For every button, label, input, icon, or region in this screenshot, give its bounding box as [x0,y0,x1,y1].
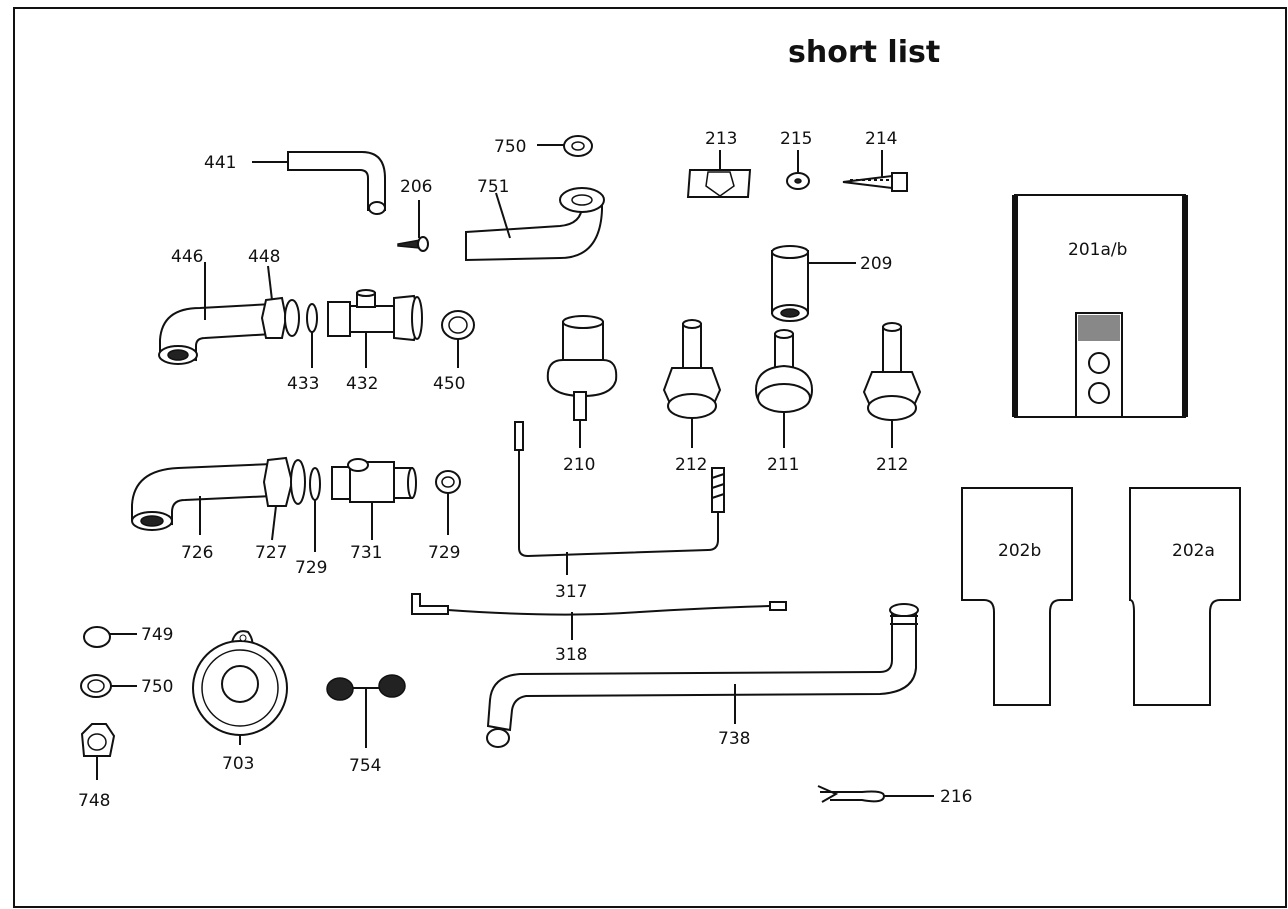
label-729-a: 729 [295,558,327,578]
label-726: 726 [181,543,213,563]
part-213-clip [686,150,752,198]
label-432: 432 [346,374,378,394]
label-448: 448 [248,247,280,267]
page-title: short list [788,35,940,70]
part-211-knob [754,329,814,448]
part-750-washer-lower [80,674,137,698]
part-748-nut [80,723,116,780]
part-201-panel [1012,194,1188,418]
part-731-fitting [331,458,417,540]
label-214: 214 [865,129,897,149]
label-212-b: 212 [876,455,908,475]
part-751-elbow [465,187,605,262]
label-727: 727 [255,543,287,563]
part-703-diaphragm [192,630,288,745]
part-749-cap [83,626,137,648]
label-738: 738 [718,729,750,749]
part-729-washer-b [435,470,461,535]
part-206-screw [397,200,429,252]
label-446: 446 [171,247,203,267]
part-750-washer-top [537,135,593,157]
part-727-nut [262,456,306,541]
part-212-knob-a [662,319,722,448]
part-318-wire [411,593,787,640]
part-216-pin [817,785,934,803]
label-201ab: 201a/b [1068,240,1127,260]
part-441-pipe [252,151,386,215]
label-211: 211 [767,455,799,475]
part-202a-panel [1129,487,1241,706]
label-202a: 202a [1172,541,1215,561]
label-750-lower: 750 [141,677,173,697]
label-450: 450 [433,374,465,394]
label-210: 210 [563,455,595,475]
part-729-washer-a [309,467,321,552]
label-749: 749 [141,625,173,645]
label-751: 751 [477,177,509,197]
label-731: 731 [350,543,382,563]
part-450-washer [441,310,475,368]
label-212-a: 212 [675,455,707,475]
label-433: 433 [287,374,319,394]
part-754-plugs [326,674,406,748]
label-215: 215 [780,129,812,149]
label-754: 754 [349,756,381,776]
label-750-top: 750 [494,137,526,157]
page-border [13,7,1287,908]
part-212-knob-b [862,322,922,448]
label-318: 318 [555,645,587,665]
part-433-washer [306,303,318,368]
part-448-nut [260,265,300,339]
label-202b: 202b [998,541,1041,561]
part-214-screw [842,150,908,192]
part-432-valve [327,289,423,368]
label-216: 216 [940,787,972,807]
part-726-elbow [131,462,273,535]
label-703: 703 [222,754,254,774]
part-317-capillary [514,421,725,575]
part-446-elbow [158,262,273,365]
part-202b-panel [961,487,1073,706]
part-209-sleeve [771,245,856,322]
label-729-b: 729 [428,543,460,563]
label-213: 213 [705,129,737,149]
part-210-knob [546,315,618,448]
label-209: 209 [860,254,892,274]
part-738-pipe [486,603,919,748]
label-206: 206 [400,177,432,197]
part-215-washer [786,150,810,190]
label-441: 441 [204,153,236,173]
label-317: 317 [555,582,587,602]
label-748: 748 [78,791,110,811]
